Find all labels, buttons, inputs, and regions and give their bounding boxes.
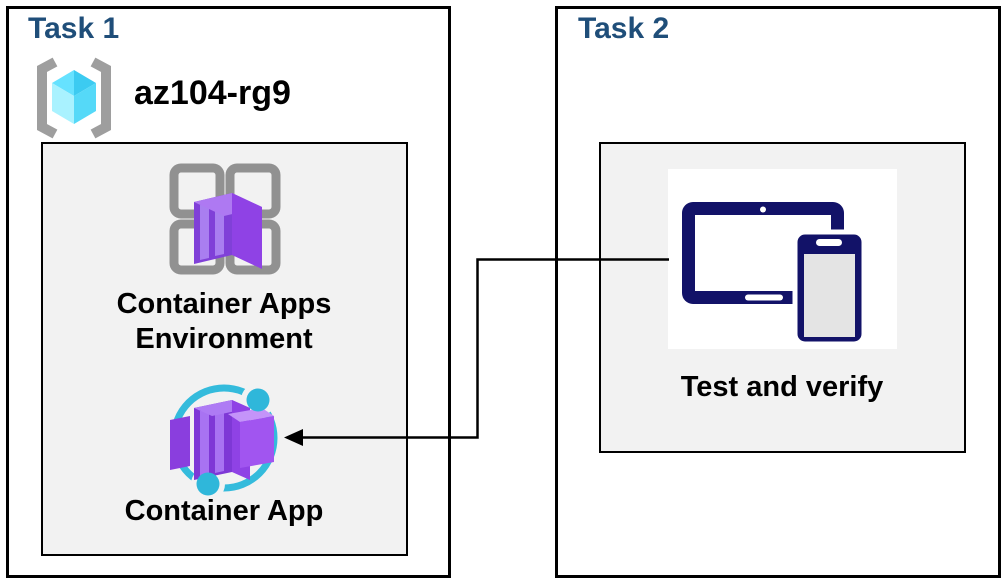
container-apps-environment-icon	[158, 152, 290, 284]
verify-label: Test and verify	[680, 371, 884, 403]
environment-label: Container Apps Environment	[116, 288, 332, 355]
resource-group-name: az104-rg9	[134, 74, 291, 112]
devices-icon	[668, 169, 897, 349]
container-app-icon	[162, 374, 290, 502]
task1-title: Task 1	[28, 12, 120, 45]
container-app-label: Container App	[124, 495, 324, 527]
task2-title: Task 2	[578, 12, 670, 45]
resource-group-icon	[28, 56, 120, 140]
